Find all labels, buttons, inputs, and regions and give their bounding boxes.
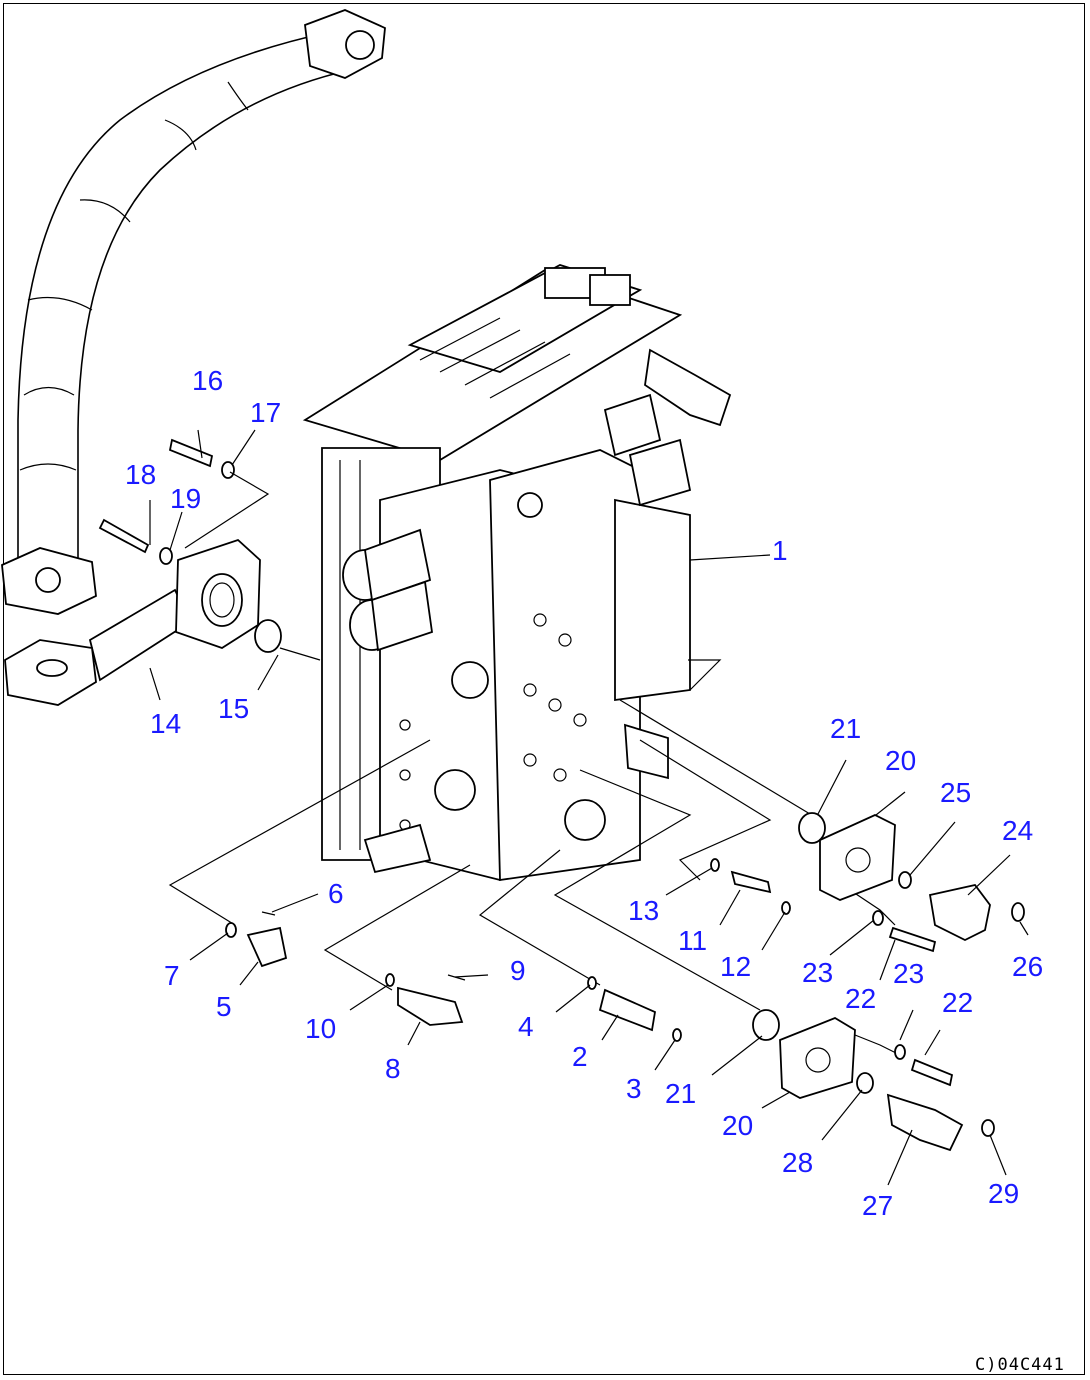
small-parts-left <box>98 438 282 653</box>
callout-17: 17 <box>250 397 281 428</box>
callout-20-lower: 20 <box>722 1110 753 1141</box>
valve-ports <box>399 492 606 841</box>
drawing-frame <box>3 3 1085 1375</box>
callout-27: 27 <box>862 1190 893 1221</box>
control-valve-1 <box>302 264 732 882</box>
callout-23-right: 23 <box>893 958 924 989</box>
callout-18: 18 <box>125 459 156 490</box>
callout-26: 26 <box>1012 951 1043 982</box>
callout-10: 10 <box>305 1013 336 1044</box>
callout-labels: 1 2 3 4 5 6 7 8 9 10 11 12 13 14 15 16 1… <box>125 365 1043 1221</box>
callout-2: 2 <box>572 1041 588 1072</box>
callout-11: 11 <box>678 925 707 956</box>
drawing-code: C)04C441 <box>975 1355 1065 1375</box>
callout-5: 5 <box>216 991 232 1022</box>
callout-3: 3 <box>626 1073 642 1104</box>
callout-20-upper: 20 <box>885 745 916 776</box>
callout-12: 12 <box>720 951 751 982</box>
callout-24: 24 <box>1002 815 1033 846</box>
callout-leaders <box>149 429 1029 1186</box>
callout-23-left: 23 <box>802 957 833 988</box>
callout-13: 13 <box>628 895 659 926</box>
pipe-14 <box>4 538 261 706</box>
callout-6: 6 <box>328 878 344 909</box>
callout-16: 16 <box>192 365 223 396</box>
callout-28: 28 <box>782 1147 813 1178</box>
hose-assembly <box>1 9 386 615</box>
callout-14: 14 <box>150 708 181 739</box>
callout-4: 4 <box>518 1011 534 1042</box>
callout-8: 8 <box>385 1053 401 1084</box>
callout-9: 9 <box>510 955 526 986</box>
callout-1: 1 <box>772 535 788 566</box>
leader-lines <box>168 471 901 1056</box>
callout-22-upper: 22 <box>845 983 876 1014</box>
callout-25: 25 <box>940 777 971 808</box>
callout-19: 19 <box>170 483 201 514</box>
callout-21-upper: 21 <box>830 713 861 744</box>
callout-21-lower: 21 <box>665 1078 696 1109</box>
callout-29: 29 <box>988 1178 1019 1209</box>
callout-15: 15 <box>218 693 249 724</box>
callout-7: 7 <box>164 960 180 991</box>
callout-22-lower: 22 <box>942 987 973 1018</box>
exploded-parts <box>225 812 1025 1152</box>
